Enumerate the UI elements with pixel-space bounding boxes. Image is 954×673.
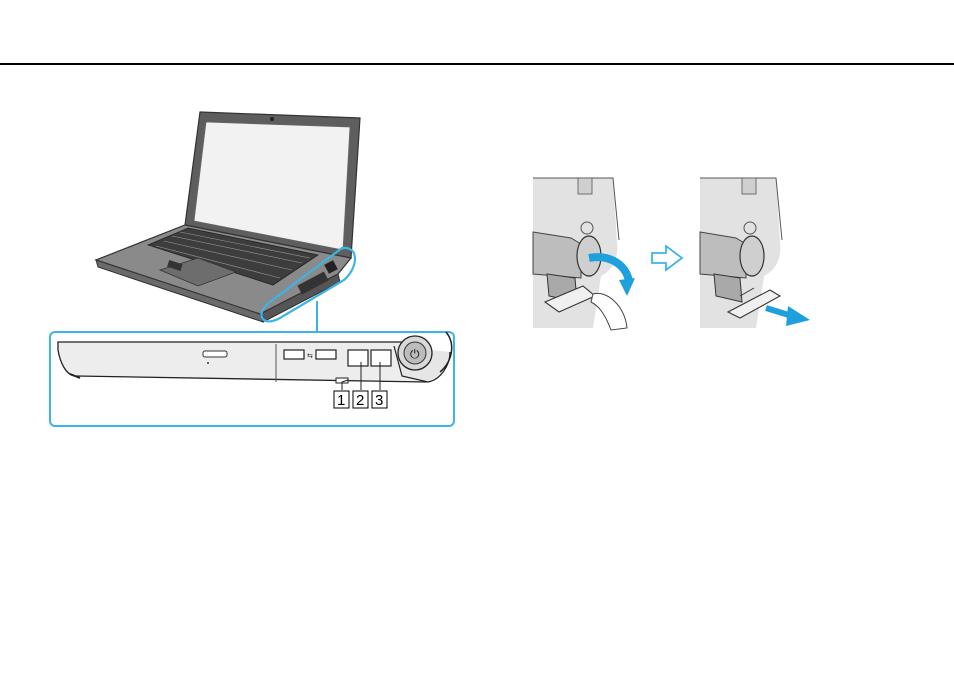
finger: [591, 293, 627, 330]
usb-port: [284, 350, 304, 359]
svg-text:3: 3: [375, 392, 383, 409]
power-icon: ⏻: [410, 347, 420, 361]
optical-drive-eject-button: [203, 351, 227, 357]
svg-text:2: 2: [356, 392, 364, 409]
step-1-illustration: [533, 178, 633, 333]
webcam-icon: [270, 117, 274, 121]
network-port: [371, 350, 391, 366]
svg-text:1: 1: [337, 392, 345, 409]
pull-cover-icon: [766, 306, 810, 326]
laptop-side-view: ⇆ ⏻: [58, 332, 452, 383]
hinge: [740, 236, 764, 276]
step-2-illustration: [700, 178, 812, 333]
modem-port: [348, 350, 368, 366]
usb-icon: ⇆: [307, 353, 313, 360]
callout-3: 3: [372, 391, 387, 409]
callout-1: 1: [334, 391, 349, 409]
laptop-svg: ⇆ ⏻ 1 2 3: [48, 100, 458, 430]
laptop-illustration: ⇆ ⏻ 1 2 3: [48, 100, 458, 430]
step-next-arrow-icon: [650, 245, 684, 271]
usb-port: [316, 350, 336, 359]
header-rule: [0, 63, 954, 65]
callout-2: 2: [353, 391, 368, 409]
